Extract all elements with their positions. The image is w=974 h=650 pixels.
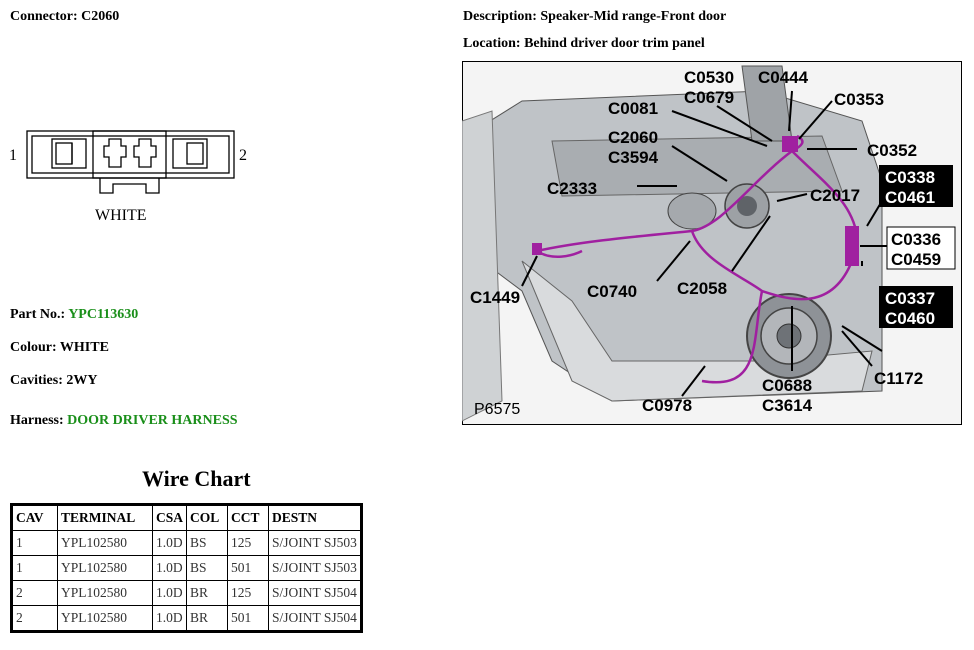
cell-col: BR xyxy=(186,580,229,606)
cell-cav: 2 xyxy=(11,580,58,606)
callout-c2060: C2060 xyxy=(608,128,658,147)
cell-terminal: YPL102580 xyxy=(57,605,153,632)
harness-label: Harness: xyxy=(10,413,64,428)
harness-field: Harness: DOOR DRIVER HARNESS xyxy=(10,413,238,429)
callout-c2017: C2017 xyxy=(810,186,860,205)
cell-col: BS xyxy=(186,530,229,556)
connector-label: Connector: xyxy=(10,9,78,24)
cell-destn: S/JOINT SJ504 xyxy=(268,580,362,606)
cell-cct: 501 xyxy=(227,555,270,581)
photo-ref-label: P6575 xyxy=(474,401,520,418)
wire-chart-table: CAV TERMINAL CSA COL CCT DESTN 1 YPL1025… xyxy=(10,503,363,633)
cell-col: BR xyxy=(186,605,229,632)
door-location-illustration: C0530 C0679 C0444 C0353 C0081 C2060 C359… xyxy=(462,61,962,425)
header-csa: CSA xyxy=(151,504,188,531)
part-no-label: Part No.: xyxy=(10,307,66,322)
location-value: Behind driver door trim panel xyxy=(524,36,705,51)
cell-col: BS xyxy=(186,555,229,581)
colour-field: Colour: WHITE xyxy=(10,340,109,356)
header-terminal: TERMINAL xyxy=(57,504,153,531)
table-row: 1 YPL102580 1.0D BS 501 S/JOINT SJ503 xyxy=(11,555,362,581)
part-no-value[interactable]: YPC113630 xyxy=(68,307,139,322)
callout-c0460: C0460 xyxy=(885,309,935,328)
callout-c3594: C3594 xyxy=(608,148,659,167)
cell-destn: S/JOINT SJ503 xyxy=(268,530,362,556)
cavities-field: Cavities: 2WY xyxy=(10,373,98,389)
callout-c0338: C0338 xyxy=(885,168,935,187)
table-row: 2 YPL102580 1.0D BR 125 S/JOINT SJ504 xyxy=(11,580,362,606)
callout-c0688: C0688 xyxy=(762,376,812,395)
part-no-field: Part No.: YPC113630 xyxy=(10,307,138,323)
cell-csa: 1.0D xyxy=(151,530,188,556)
pin-2-label: 2 xyxy=(239,147,247,164)
table-header-row: CAV TERMINAL CSA COL CCT DESTN xyxy=(11,504,362,531)
table-row: 1 YPL102580 1.0D BS 125 S/JOINT SJ503 xyxy=(11,530,362,556)
callout-c0337: C0337 xyxy=(885,289,935,308)
callout-c2058: C2058 xyxy=(677,279,727,298)
location-field: Location: Behind driver door trim panel xyxy=(463,36,705,52)
header-cct: CCT xyxy=(227,504,270,531)
callout-c0444: C0444 xyxy=(758,68,809,87)
callout-c0352: C0352 xyxy=(867,141,917,160)
location-label: Location: xyxy=(463,36,521,51)
callout-c0461: C0461 xyxy=(885,188,935,207)
pin-1-label: 1 xyxy=(9,147,17,164)
cell-cav: 2 xyxy=(11,605,58,632)
description-label: Description: xyxy=(463,9,537,24)
cell-terminal: YPL102580 xyxy=(57,580,153,606)
callout-c2333: C2333 xyxy=(547,179,597,198)
callout-c1172: C1172 xyxy=(874,369,923,388)
header-destn: DESTN xyxy=(268,504,362,531)
callout-c0336: C0336 xyxy=(891,230,941,249)
table-row: 2 YPL102580 1.0D BR 501 S/JOINT SJ504 xyxy=(11,605,362,632)
cell-destn: S/JOINT SJ503 xyxy=(268,555,362,581)
cell-csa: 1.0D xyxy=(151,555,188,581)
cell-destn: S/JOINT SJ504 xyxy=(268,605,362,632)
cell-terminal: YPL102580 xyxy=(57,530,153,556)
header-cav: CAV xyxy=(11,504,58,531)
wire-chart-title: Wire Chart xyxy=(142,466,251,491)
callout-c0530: C0530 xyxy=(684,68,734,87)
description-field: Description: Speaker-Mid range-Front doo… xyxy=(463,9,726,25)
cell-csa: 1.0D xyxy=(151,605,188,632)
cavities-label: Cavities: xyxy=(10,373,63,388)
callout-c0353: C0353 xyxy=(834,90,884,109)
cell-cct: 501 xyxy=(227,605,270,632)
colour-label: Colour: xyxy=(10,340,57,355)
cell-terminal: YPL102580 xyxy=(57,555,153,581)
header-col: COL xyxy=(186,504,229,531)
cell-cav: 1 xyxy=(11,555,58,581)
cell-cct: 125 xyxy=(227,530,270,556)
callout-c0081: C0081 xyxy=(608,99,658,118)
connector-field: Connector: C2060 xyxy=(10,9,119,25)
colour-value: WHITE xyxy=(59,340,109,355)
cavities-value: 2WY xyxy=(66,373,98,388)
callout-c0978: C0978 xyxy=(642,396,692,415)
cell-cav: 1 xyxy=(11,530,58,556)
harness-value[interactable]: DOOR DRIVER HARNESS xyxy=(67,413,238,428)
cell-csa: 1.0D xyxy=(151,580,188,606)
callout-c0679: C0679 xyxy=(684,88,734,107)
callout-c0459: C0459 xyxy=(891,250,941,269)
connector-face-diagram: 1 2 WHITE xyxy=(9,130,247,224)
callout-c1449: C1449 xyxy=(470,288,520,307)
callout-c0740: C0740 xyxy=(587,282,637,301)
connector-value: C2060 xyxy=(81,9,120,24)
description-value: Speaker-Mid range-Front door xyxy=(540,9,727,24)
callout-c3614: C3614 xyxy=(762,396,813,415)
connector-color-label: WHITE xyxy=(95,207,147,224)
cell-cct: 125 xyxy=(227,580,270,606)
